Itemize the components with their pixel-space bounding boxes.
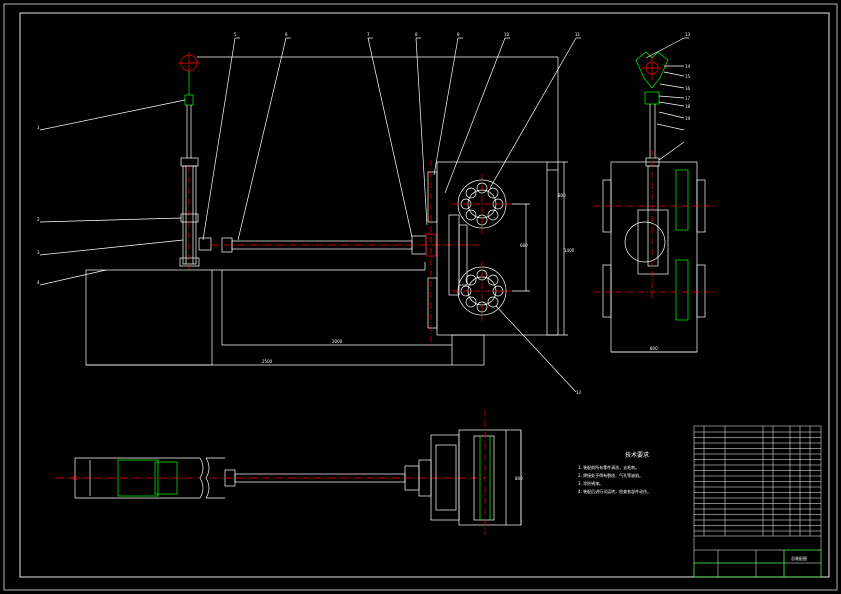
part-label-18: 18: [685, 104, 691, 109]
technical-notes: 技术要求 1. 装配前所有零件清洗，去毛刺。 2. 焊接处不得有裂纹、气孔等缺陷…: [578, 452, 678, 496]
top-view: [55, 410, 522, 535]
dimension-d4: 800: [558, 193, 566, 198]
part-label-3: 3: [37, 250, 40, 255]
part-label-10: 10: [504, 32, 510, 37]
part-label-6: 6: [285, 32, 288, 37]
part-label-17: 17: [685, 96, 691, 101]
part-label-7: 7: [367, 32, 370, 37]
dimension-d2: 2500: [262, 359, 273, 364]
drawing-name: 总装配图: [791, 555, 807, 561]
dimension-d5: 1400: [564, 248, 575, 253]
part-label-13: 13: [685, 32, 691, 37]
dimension-d6: 800: [650, 346, 658, 351]
part-label-2: 2: [37, 217, 40, 222]
notes-title: 技术要求: [624, 452, 649, 459]
inner-border: [19, 12, 830, 578]
note-line-1: 1. 装配前所有零件清洗，去毛刺。: [578, 465, 640, 470]
part-label-8: 8: [415, 32, 418, 37]
part-label-5: 5: [234, 32, 237, 37]
part-label-19: 19: [685, 116, 691, 121]
part-label-14: 14: [685, 64, 691, 69]
part-label-15: 15: [685, 74, 691, 79]
part-label-4: 4: [37, 280, 40, 285]
dimension-d3: 680: [520, 243, 528, 248]
dimension-d1: 2000: [332, 339, 343, 344]
dimension-d7: 800: [515, 476, 523, 481]
outer-border: [3, 3, 838, 591]
note-line-4: 4. 装配后进行试运转，检查各部件动作。: [578, 489, 652, 494]
note-line-3: 3. 涂防锈漆。: [578, 481, 604, 486]
part-label-1: 1: [37, 125, 40, 130]
part-label-16: 16: [685, 86, 691, 91]
part-label-11: 11: [575, 32, 581, 37]
note-line-2: 2. 焊接处不得有裂纹、气孔等缺陷。: [578, 473, 644, 478]
part-labels: 1 2 3 4 5 6 7 8 9 10 11 12 13 14 15 16 1…: [37, 32, 691, 395]
dimension-texts: 2000 2500 680 800 1400 800 800: [262, 193, 658, 481]
part-label-9: 9: [457, 32, 460, 37]
part-label-12: 12: [576, 390, 582, 395]
side-view: [594, 37, 716, 353]
front-view: [39, 37, 581, 393]
title-block: [693, 425, 822, 578]
